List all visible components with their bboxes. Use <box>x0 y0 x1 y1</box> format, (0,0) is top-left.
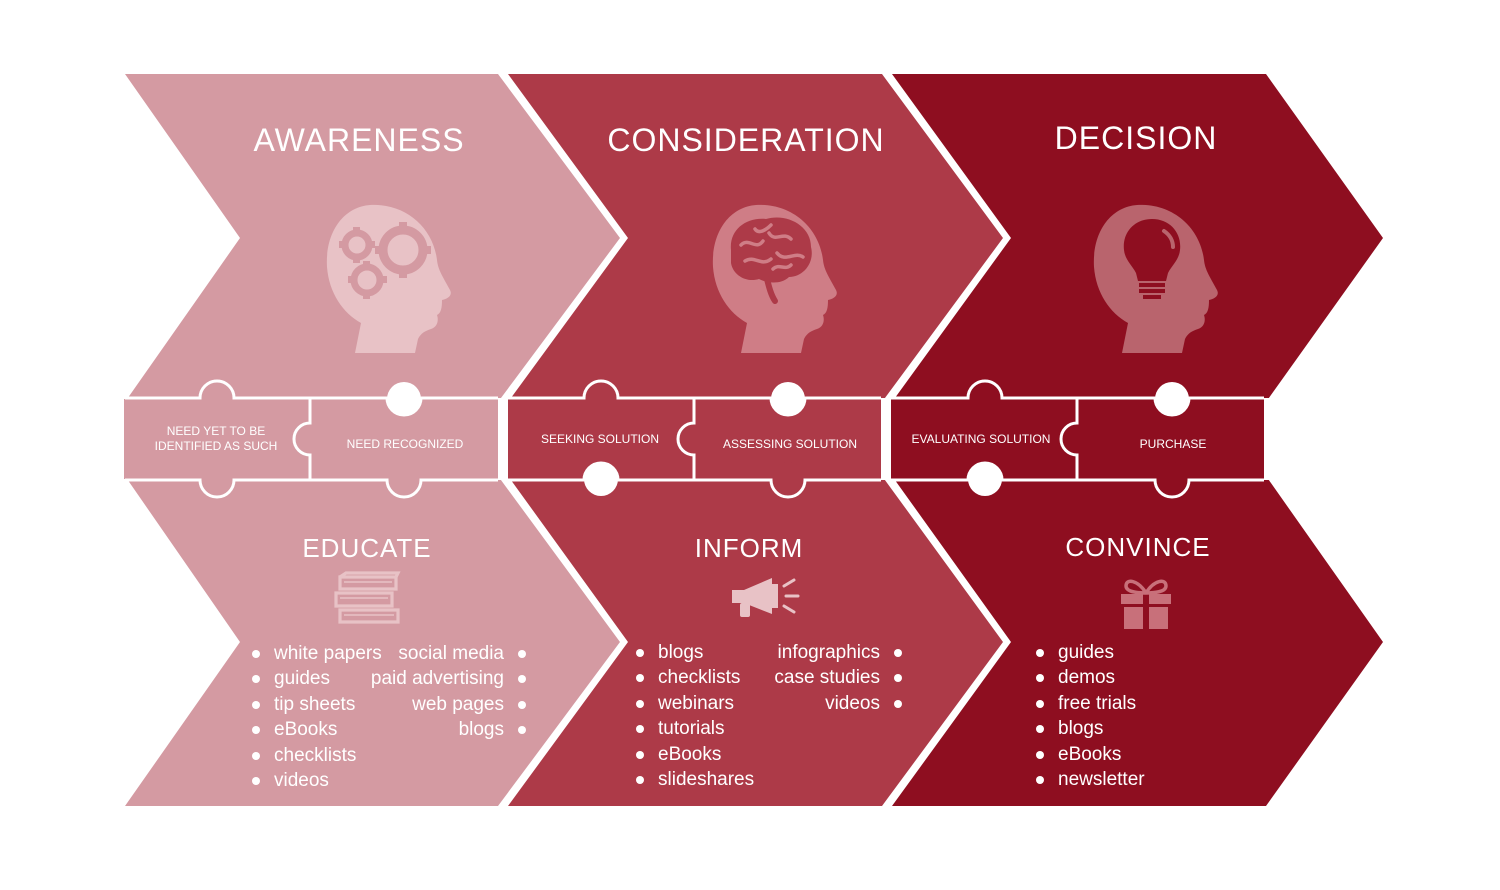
list-item: infographics <box>774 640 902 665</box>
inform-list-left: blogs checklists webinars tutorials eBoo… <box>636 640 754 792</box>
educate-list-right: social media paid advertising web pages … <box>371 641 527 743</box>
puzzle-strip <box>124 379 1264 499</box>
bottom-chevron-band <box>125 480 1383 806</box>
decision-puzzle <box>891 379 1264 499</box>
list-item: videos <box>774 691 902 716</box>
list-item: blogs <box>371 717 527 742</box>
head-gears-icon <box>326 204 451 353</box>
puzzle-label-need-recognized: NEED RECOGNIZED <box>346 437 464 451</box>
educate-title: EDUCATE <box>302 533 432 563</box>
list-item: eBooks <box>252 717 382 742</box>
puzzle-label-assessing-solution: ASSESSING SOLUTION <box>722 437 858 451</box>
list-item: tip sheets <box>252 692 382 717</box>
puzzle-label-need-unidentified: NEED YET TO BE IDENTIFIED AS SUCH <box>154 424 278 453</box>
awareness-title: AWARENESS <box>253 122 465 158</box>
educate-list-left: white papers guides tip sheets eBooks ch… <box>252 641 382 793</box>
list-item: social media <box>371 641 527 666</box>
list-item: webinars <box>636 691 754 716</box>
list-item: white papers <box>252 641 382 666</box>
decision-bottom-chevron <box>892 480 1383 806</box>
list-item: paid advertising <box>371 666 527 691</box>
awareness-bottom-chevron <box>125 480 620 806</box>
list-item: checklists <box>636 665 754 690</box>
list-item: guides <box>1036 640 1145 665</box>
consideration-puzzle <box>508 379 881 499</box>
list-item: tutorials <box>636 716 754 741</box>
list-item: blogs <box>636 640 754 665</box>
head-lightbulb-icon <box>1093 204 1218 353</box>
list-item: videos <box>252 768 382 793</box>
list-item: guides <box>252 666 382 691</box>
list-item: blogs <box>1036 716 1145 741</box>
list-item: web pages <box>371 692 527 717</box>
list-item: eBooks <box>1036 742 1145 767</box>
decision-title: DECISION <box>1054 120 1218 156</box>
consideration-title: CONSIDERATION <box>607 122 885 158</box>
consideration-bottom-chevron <box>508 480 1003 806</box>
convince-list: guides demos free trials blogs eBooks ne… <box>1036 640 1145 792</box>
list-item: slideshares <box>636 767 754 792</box>
puzzle-label-seeking-solution: SEEKING SOLUTION <box>540 432 660 446</box>
list-item: eBooks <box>636 742 754 767</box>
head-brain-icon <box>712 204 837 353</box>
books-icon <box>334 571 401 624</box>
list-item: newsletter <box>1036 767 1145 792</box>
list-item: checklists <box>252 743 382 768</box>
puzzle-label-purchase: PURCHASE <box>1139 437 1207 451</box>
inform-title: INFORM <box>694 533 804 563</box>
awareness-puzzle <box>124 379 498 499</box>
list-item: case studies <box>774 665 902 690</box>
convince-title: CONVINCE <box>1065 532 1211 562</box>
gift-icon <box>1121 579 1171 629</box>
megaphone-icon <box>732 578 800 617</box>
puzzle-label-evaluating-solution: EVALUATING SOLUTION <box>911 432 1051 446</box>
list-item: free trials <box>1036 691 1145 716</box>
inform-list-right: infographics case studies videos <box>774 640 902 716</box>
list-item: demos <box>1036 665 1145 690</box>
